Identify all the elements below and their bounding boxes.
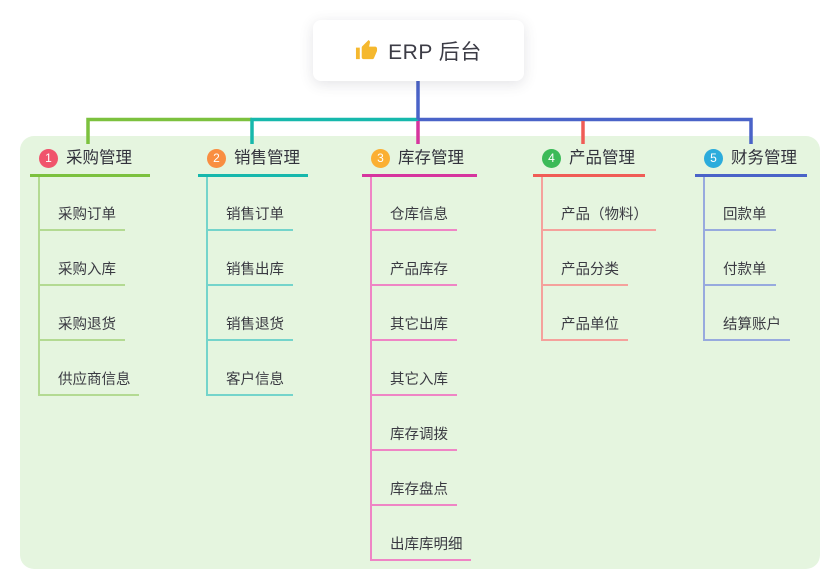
- child-node[interactable]: 库存调拨: [390, 427, 448, 443]
- child-node[interactable]: 销售订单: [226, 207, 284, 223]
- child-node[interactable]: 库存盘点: [390, 482, 448, 498]
- branch-node[interactable]: 3 库存管理: [371, 147, 464, 169]
- branch-node[interactable]: 5 财务管理: [704, 147, 797, 169]
- branch-node[interactable]: 1 采购管理: [39, 147, 132, 169]
- connector-branch-2: [250, 117, 418, 144]
- root-node[interactable]: ERP 后台: [313, 20, 524, 81]
- child-node[interactable]: 产品库存: [390, 262, 448, 278]
- branch-label: 财务管理: [731, 149, 797, 167]
- branch-label: 销售管理: [234, 149, 300, 167]
- child-node[interactable]: 采购入库: [58, 262, 116, 278]
- branch-number-badge: 4: [542, 148, 561, 168]
- connector-branch-1: [86, 117, 252, 144]
- child-node[interactable]: 其它出库: [390, 317, 448, 333]
- connector-root-and-branch-5: [416, 81, 753, 144]
- child-node[interactable]: 产品（物料）: [561, 207, 648, 223]
- branch-label: 采购管理: [66, 149, 132, 167]
- child-node[interactable]: 产品分类: [561, 262, 619, 278]
- branch-label: 产品管理: [569, 149, 635, 167]
- branch-number-badge: 2: [207, 148, 226, 168]
- child-node[interactable]: 采购退货: [58, 317, 116, 333]
- child-node[interactable]: 回款单: [723, 207, 767, 223]
- child-node[interactable]: 其它入库: [390, 372, 448, 388]
- branch-number-badge: 1: [39, 148, 58, 168]
- branch-node[interactable]: 4 产品管理: [542, 147, 635, 169]
- child-node[interactable]: 采购订单: [58, 207, 116, 223]
- child-node[interactable]: 客户信息: [226, 372, 284, 388]
- child-node[interactable]: 结算账户: [723, 317, 781, 333]
- branch-number-badge: 5: [704, 148, 723, 168]
- branch-number-badge: 3: [371, 148, 390, 168]
- child-node[interactable]: 销售退货: [226, 317, 284, 333]
- thumbs-up-icon: [356, 39, 378, 60]
- child-node[interactable]: 产品单位: [561, 317, 619, 333]
- branch-node[interactable]: 2 销售管理: [207, 147, 300, 169]
- branches-panel: [20, 136, 820, 569]
- branch-label: 库存管理: [398, 149, 464, 167]
- child-node[interactable]: 销售出库: [226, 262, 284, 278]
- child-node[interactable]: 出库库明细: [390, 537, 463, 553]
- root-node-title: ERP 后台: [388, 40, 482, 64]
- child-node[interactable]: 供应商信息: [58, 372, 131, 388]
- child-node[interactable]: 付款单: [723, 262, 767, 278]
- child-node[interactable]: 仓库信息: [390, 207, 448, 223]
